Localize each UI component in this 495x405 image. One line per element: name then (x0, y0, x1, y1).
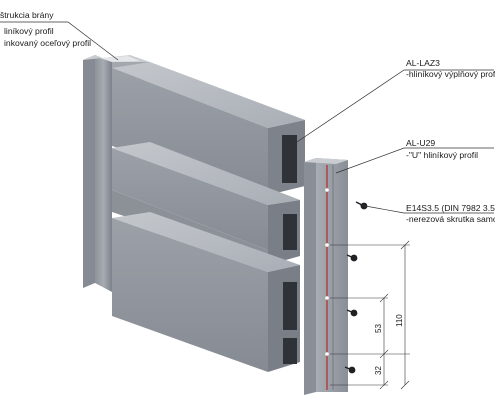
screw-hole-2 (325, 243, 329, 247)
infill-slat-top (112, 62, 305, 195)
leader-lines (0, 21, 494, 214)
infill-slat-bottom (112, 212, 300, 372)
dim-label-32: 32 (374, 366, 383, 375)
screw-3 (346, 309, 358, 317)
label-laz3-desc: -hliníkový výplňový profil (406, 69, 495, 79)
label-frame-line3: inkovaný oceľový profil (4, 38, 91, 48)
label-frame-line2: liníkový profil (4, 26, 54, 36)
screw-4 (344, 366, 356, 374)
dimension-lines (330, 240, 410, 390)
u-profile (304, 158, 348, 395)
screw-hole-4 (325, 352, 329, 356)
label-frame-line1: štrukcia brány (0, 10, 54, 20)
slat-opening-lower (283, 282, 297, 330)
slat-opening-bottom (283, 338, 297, 364)
dim-label-53: 53 (374, 324, 383, 333)
label-u29-desc: -"U" hliníkový profil (406, 150, 478, 160)
label-screw-code: E14S3.5 (DIN 7982 3.5x1 (406, 203, 495, 213)
screw-2 (346, 254, 358, 262)
label-u29-code: AL-U29 (406, 138, 435, 148)
label-laz3-code: AL-LAZ3 (406, 58, 440, 68)
labels: štrukcia brány liníkový profil inkovaný … (0, 10, 495, 375)
screw-hole-3 (325, 296, 329, 300)
screws (344, 201, 368, 374)
dim-label-110: 110 (395, 314, 404, 327)
frame-post (83, 55, 150, 292)
slat-opening-middle (283, 214, 297, 250)
label-screw-desc: -nerezová skrutka samor (406, 214, 495, 224)
slat-opening-top (282, 135, 297, 183)
screw-hole-1 (325, 188, 329, 192)
